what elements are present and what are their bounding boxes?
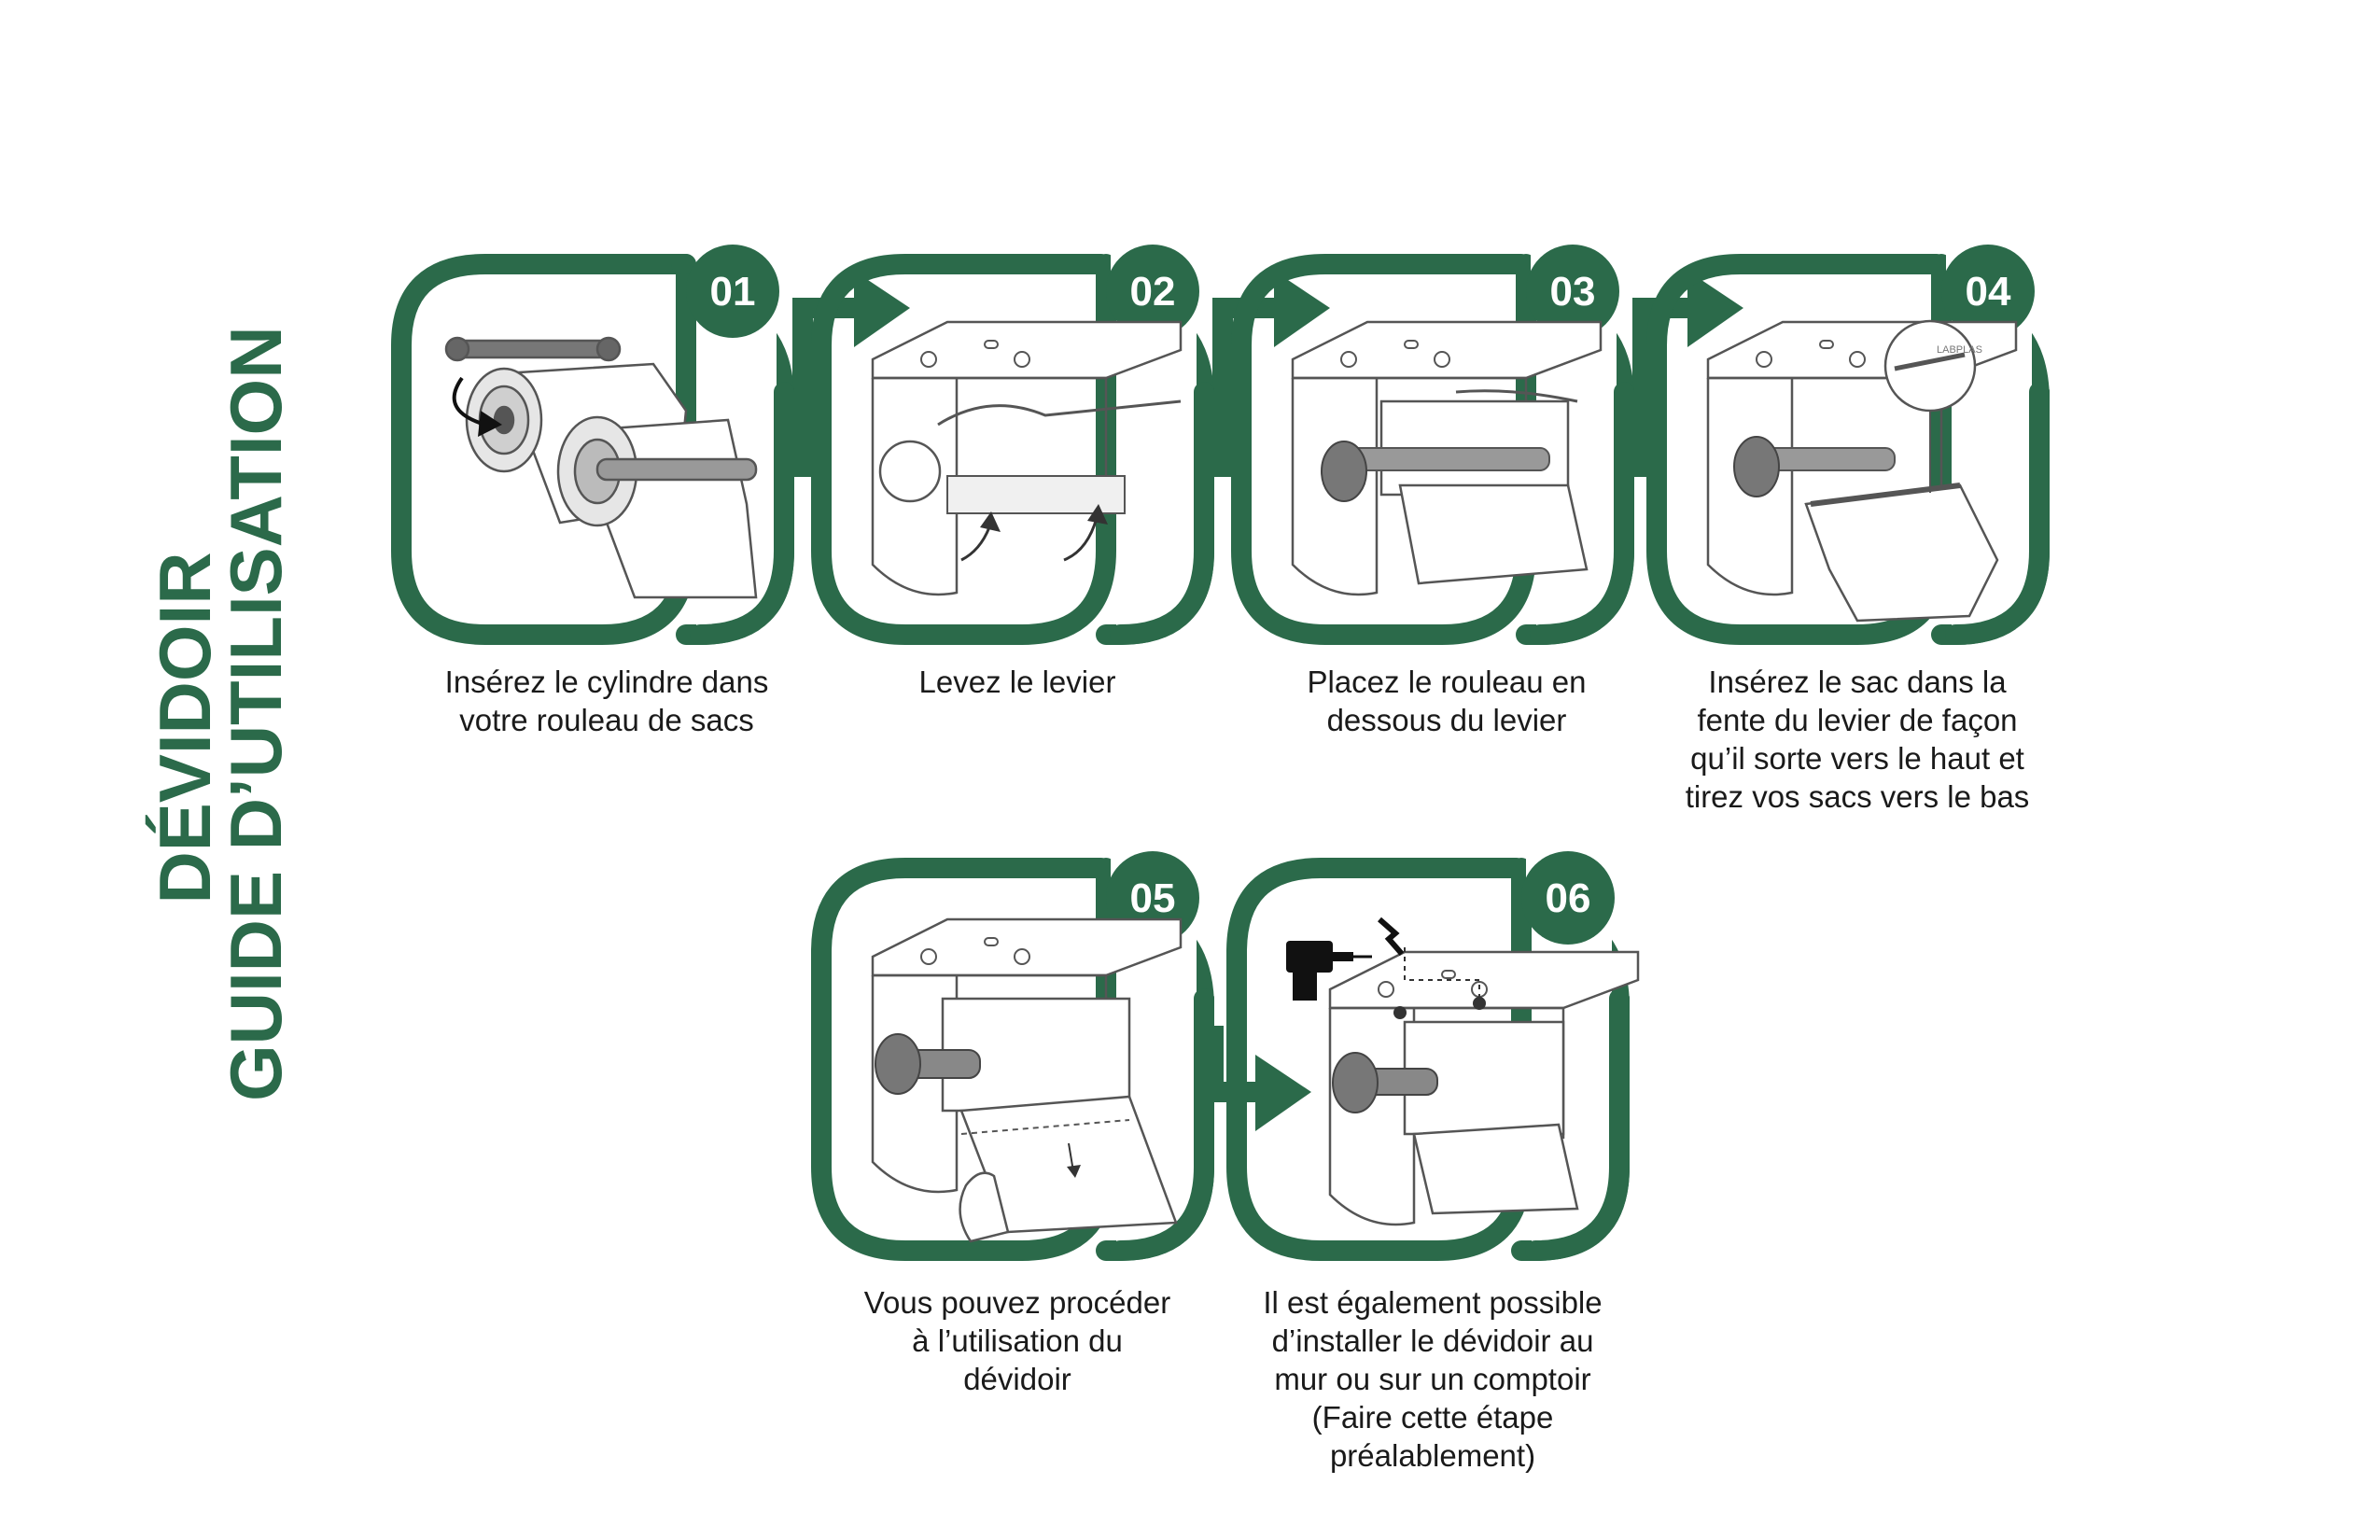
arrow-icon xyxy=(1274,271,1330,347)
drill-and-screw-icon xyxy=(1286,917,1640,1226)
step-frame-3 xyxy=(1231,254,1536,645)
step-frame-1 xyxy=(391,254,696,645)
arrow-icon xyxy=(1687,271,1743,347)
rod-and-roll-icon xyxy=(444,336,758,599)
step-caption-2: Levez le levier xyxy=(918,665,1116,699)
step-caption-3: Placez le rouleau en dessous du levier xyxy=(1307,665,1587,737)
dispenser-bag-threaded-icon: LABPLAS xyxy=(1706,319,2018,623)
step-badge-1: 01 xyxy=(686,245,779,338)
step-badge-6: 06 xyxy=(1521,851,1615,945)
step-caption-6: Il est également possible d’installer le… xyxy=(1263,1285,1603,1473)
step-caption-4: Insérez le sac dans la fente du levier d… xyxy=(1685,665,2030,814)
flow-arrowheads xyxy=(854,271,1743,1131)
step-badge-2: 02 xyxy=(1106,245,1199,338)
step-number-6: 06 xyxy=(1546,875,1591,921)
step-number-4: 04 xyxy=(1966,269,2011,315)
step-caption-5: Vous pouvez procéder à l’utilisation du … xyxy=(863,1285,1171,1396)
brand-mark: LABPLAS xyxy=(1937,344,1982,356)
step-frame-2 xyxy=(811,254,1116,645)
dispenser-lever-up-icon xyxy=(871,320,1183,596)
step-badge-3: 03 xyxy=(1526,245,1619,338)
arrow-icon xyxy=(1255,1055,1311,1131)
dispenser-hand-pull-icon xyxy=(871,917,1183,1243)
step-frame-6 xyxy=(1226,858,1532,1261)
step-number-1: 01 xyxy=(710,269,756,315)
step-number-2: 02 xyxy=(1130,269,1176,315)
step-number-3: 03 xyxy=(1550,269,1596,315)
arrow-icon xyxy=(854,271,910,347)
step-caption-1: Insérez le cylindre dans votre rouleau d… xyxy=(444,665,769,737)
dispenser-roll-placed-icon xyxy=(1291,320,1603,596)
step-number-5: 05 xyxy=(1130,875,1176,921)
step-badge-4: 04 xyxy=(1941,245,2035,338)
